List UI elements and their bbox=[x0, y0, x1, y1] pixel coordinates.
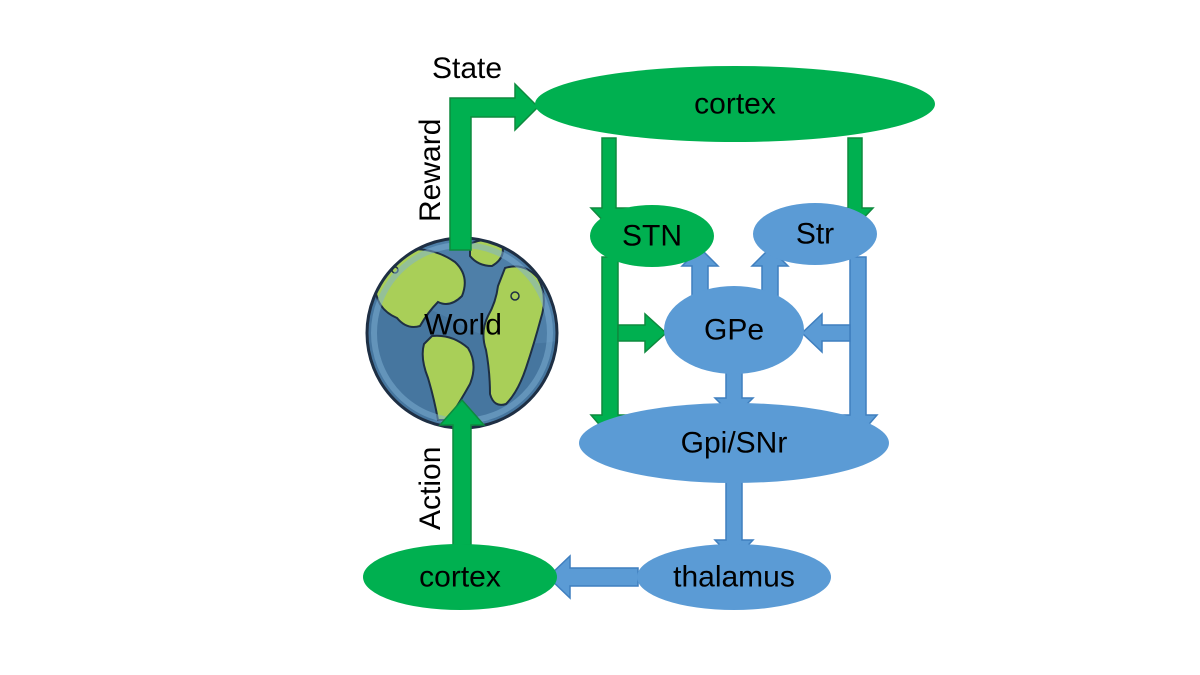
cortex-top-node bbox=[535, 66, 935, 142]
gpi-snr-label: Gpi/SNr bbox=[681, 427, 788, 460]
action-arrow bbox=[438, 398, 486, 546]
str-gpi-arrow bbox=[837, 256, 879, 439]
stn-label: STN bbox=[622, 220, 682, 253]
action-label: Action bbox=[414, 447, 447, 530]
thalamus-label: thalamus bbox=[673, 561, 795, 594]
cortex-top-label: cortex bbox=[694, 88, 776, 121]
str-label: Str bbox=[796, 218, 834, 251]
str-gpe-arrow bbox=[800, 312, 851, 354]
stn-node bbox=[590, 205, 714, 267]
gpe-node bbox=[664, 286, 804, 374]
stn-gpe-arrow bbox=[617, 312, 668, 354]
cortex-bottom-label: cortex bbox=[419, 561, 501, 594]
str-node bbox=[753, 203, 877, 265]
world-label: World bbox=[424, 309, 502, 342]
reward-label: Reward bbox=[414, 119, 447, 222]
thalamus-cortex-arrow bbox=[546, 554, 639, 600]
gpe-label: GPe bbox=[704, 314, 764, 347]
cortex-bottom-node bbox=[363, 544, 557, 610]
reward-state-arrow bbox=[449, 82, 540, 251]
state-label: State bbox=[432, 52, 502, 85]
stn-gpi-arrow bbox=[589, 256, 631, 439]
gpi-snr-node bbox=[579, 403, 889, 483]
thalamus-node bbox=[637, 544, 831, 610]
